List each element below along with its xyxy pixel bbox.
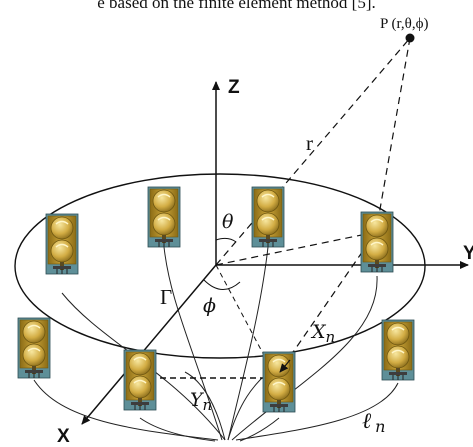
antenna-module xyxy=(147,186,181,248)
feed-cables xyxy=(33,246,399,442)
antenna-module xyxy=(17,317,51,379)
r-vector xyxy=(215,37,411,266)
yn-label: Yn xyxy=(190,389,212,414)
xn-label: Xn xyxy=(310,321,335,346)
yn-label-main: Y xyxy=(190,389,205,411)
xn-vector xyxy=(277,231,377,375)
xn-label-main: X xyxy=(310,321,327,343)
z-axis-label: Z xyxy=(228,77,240,98)
antenna-module xyxy=(251,186,285,248)
point-p-label: P (r,θ,ϕ) xyxy=(380,16,429,32)
ln-label-sub: n xyxy=(375,417,385,436)
antenna-module xyxy=(262,351,296,413)
x-axis-label: X xyxy=(57,426,70,447)
theta-arc xyxy=(215,237,237,243)
array-ellipse xyxy=(14,173,426,359)
ln-label-main: ℓ xyxy=(362,409,372,434)
gamma-label: Γ xyxy=(160,285,172,309)
yn-label-sub: n xyxy=(203,396,213,414)
antenna-module xyxy=(381,319,415,381)
x-axis xyxy=(81,264,217,425)
phi-arc xyxy=(203,279,241,290)
caption-fragment: e based on the finite element method [5]… xyxy=(97,0,376,12)
point-p xyxy=(405,33,415,43)
antenna-module xyxy=(360,211,394,273)
r-projection xyxy=(215,229,377,266)
xn-arrow-end xyxy=(279,359,291,373)
y-axis-label: Y xyxy=(463,243,473,264)
r-label: r xyxy=(306,131,313,155)
module-to-origin-dash xyxy=(215,264,277,379)
phi-label: ϕ xyxy=(203,295,216,317)
theta-label: θ xyxy=(222,211,234,233)
antenna-module xyxy=(123,349,157,411)
xn-label-sub: n xyxy=(326,328,336,346)
p-to-module-dash xyxy=(375,37,411,233)
antenna-module xyxy=(45,213,79,275)
